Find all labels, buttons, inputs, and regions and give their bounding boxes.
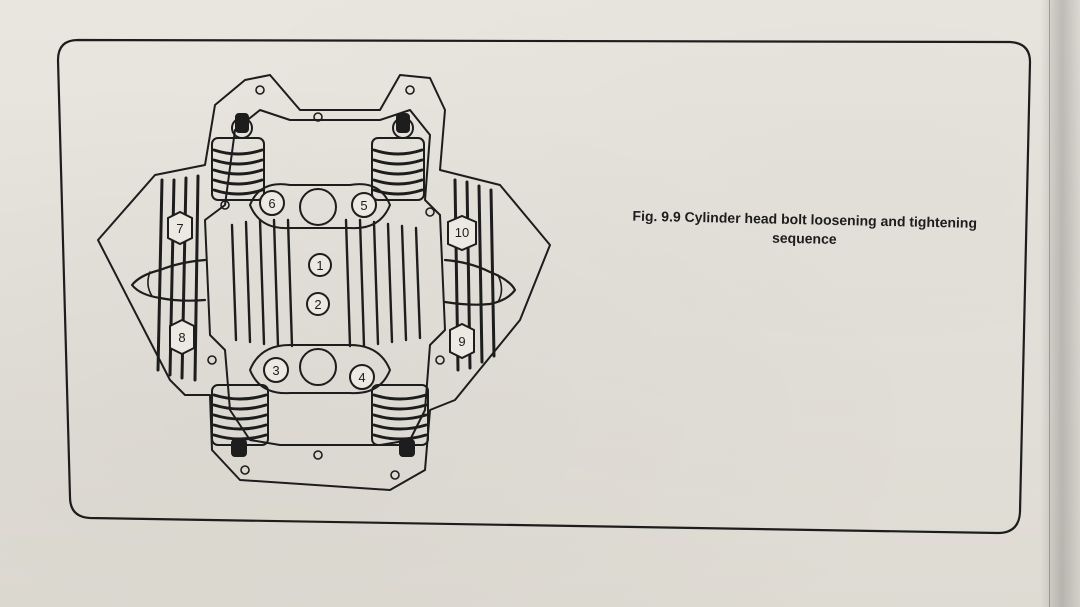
bolt-label-3: 3 — [272, 363, 279, 378]
bolt-markers: 1 2 3 4 5 6 7 — [167, 190, 477, 390]
bolt-2: 2 — [306, 292, 330, 316]
bolt-7: 7 — [167, 210, 193, 246]
bolt-label-5: 5 — [360, 198, 367, 213]
head-outline — [97, 74, 551, 491]
bolt-label-4: 4 — [358, 370, 365, 385]
spark-plug-hole-top — [299, 188, 337, 226]
mounting-holes — [207, 85, 445, 480]
bolt-5: 5 — [351, 192, 377, 218]
cooling-fins-center — [230, 218, 422, 348]
bolt-6: 6 — [259, 190, 285, 216]
bolt-3: 3 — [263, 357, 289, 383]
port-stub-right — [443, 258, 517, 306]
bolt-label-10: 10 — [455, 225, 469, 240]
cylinder-head-illustration — [97, 74, 551, 491]
figure-border — [56, 38, 1032, 535]
valve-spring-bottom-left — [211, 384, 269, 457]
bolt-label-2: 2 — [314, 297, 321, 312]
bolt-1: 1 — [308, 253, 332, 277]
bolt-10: 10 — [447, 214, 477, 252]
rocker-boss-top — [249, 183, 391, 230]
rocker-boss-bottom — [249, 344, 391, 395]
bolt-4: 4 — [349, 364, 375, 390]
book-spine-shadow — [1040, 0, 1080, 607]
bolt-9: 9 — [449, 322, 475, 360]
bolt-label-6: 6 — [268, 196, 275, 211]
bolt-label-1: 1 — [316, 258, 323, 273]
bolt-8: 8 — [169, 318, 195, 356]
bolt-label-7: 7 — [176, 221, 183, 236]
book-spine-line — [1049, 0, 1050, 607]
valve-spring-bottom-right — [371, 384, 429, 457]
bolt-label-8: 8 — [178, 330, 185, 345]
valve-spring-top-left — [211, 113, 265, 201]
port-stub-left — [130, 258, 207, 302]
valve-spring-top-right — [371, 113, 425, 201]
head-plate — [204, 109, 446, 446]
bolt-label-9: 9 — [458, 334, 465, 349]
spark-plug-hole-bottom — [299, 348, 337, 386]
